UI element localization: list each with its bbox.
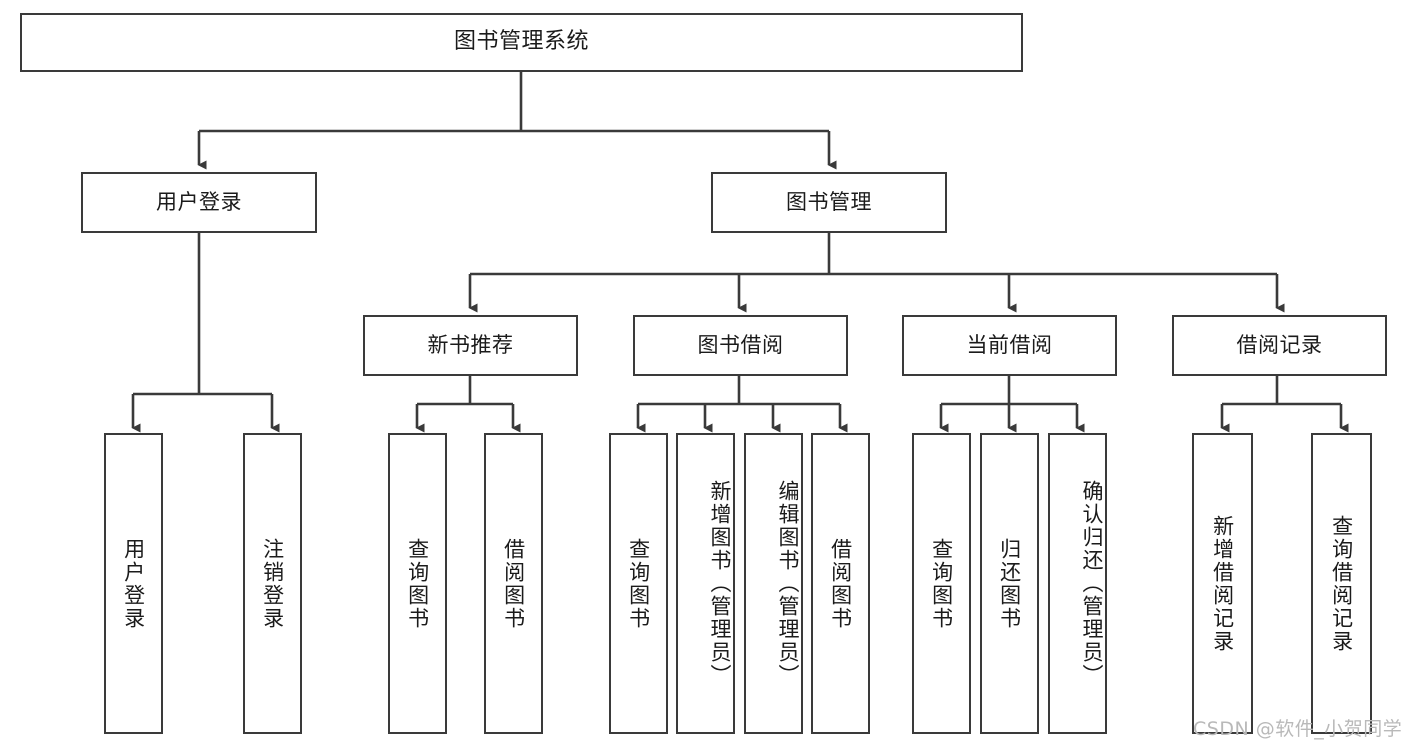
node-book-management[interactable]: 图书管理 (711, 172, 947, 233)
node-label: 新增图书（管理员） (708, 480, 732, 687)
node-label: 编辑图书（管理员） (776, 480, 800, 687)
node-label: 注销登录 (260, 537, 285, 630)
node-current-borrow[interactable]: 当前借阅 (902, 315, 1117, 376)
node-user-login[interactable]: 用户登录 (81, 172, 317, 233)
node-label: 查询借阅记录 (1329, 514, 1354, 653)
csdn-watermark: CSDN @软件_小贺同学 (1193, 718, 1403, 740)
leaf-current-borrow-return-book[interactable]: 归还图书 (980, 433, 1039, 734)
node-label: 借阅图书 (501, 537, 526, 630)
leaf-current-borrow-query-book[interactable]: 查询图书 (912, 433, 971, 734)
leaf-borrow-record-add-record[interactable]: 新增借阅记录 (1192, 433, 1253, 734)
node-label: 用户登录 (121, 537, 146, 630)
leaf-new-book-query-book[interactable]: 查询图书 (388, 433, 447, 734)
node-label: 新增借阅记录 (1210, 514, 1235, 653)
node-label: 当前借阅 (966, 332, 1053, 357)
leaf-user-login-logout[interactable]: 注销登录 (243, 433, 302, 734)
node-label: 图书管理 (786, 189, 872, 214)
leaf-current-borrow-confirm-return-admin[interactable]: 确认归还（管理员） (1048, 433, 1107, 734)
node-label: 归还图书 (997, 537, 1022, 630)
node-borrow-record[interactable]: 借阅记录 (1172, 315, 1387, 376)
node-label: 借阅记录 (1236, 332, 1323, 357)
leaf-user-login-login[interactable]: 用户登录 (104, 433, 163, 734)
node-label: 查询图书 (405, 537, 430, 630)
leaf-book-borrow-edit-book-admin[interactable]: 编辑图书（管理员） (744, 433, 803, 734)
leaf-borrow-record-query-record[interactable]: 查询借阅记录 (1311, 433, 1372, 734)
leaf-book-borrow-borrow-book[interactable]: 借阅图书 (811, 433, 870, 734)
node-label: 图书借阅 (697, 332, 784, 357)
node-root-book-management-system[interactable]: 图书管理系统 (20, 13, 1023, 72)
node-label: 借阅图书 (828, 537, 853, 630)
node-label: 用户登录 (156, 189, 242, 214)
leaf-book-borrow-add-book-admin[interactable]: 新增图书（管理员） (676, 433, 735, 734)
node-book-borrow[interactable]: 图书借阅 (633, 315, 848, 376)
leaf-new-book-borrow-book[interactable]: 借阅图书 (484, 433, 543, 734)
node-label: 查询图书 (626, 537, 651, 630)
node-label: 查询图书 (929, 537, 954, 630)
leaf-book-borrow-query-book[interactable]: 查询图书 (609, 433, 668, 734)
node-new-book-recommend[interactable]: 新书推荐 (363, 315, 578, 376)
node-label: 确认归还（管理员） (1080, 480, 1104, 687)
node-label: 图书管理系统 (453, 29, 589, 55)
node-label: 新书推荐 (427, 332, 514, 357)
